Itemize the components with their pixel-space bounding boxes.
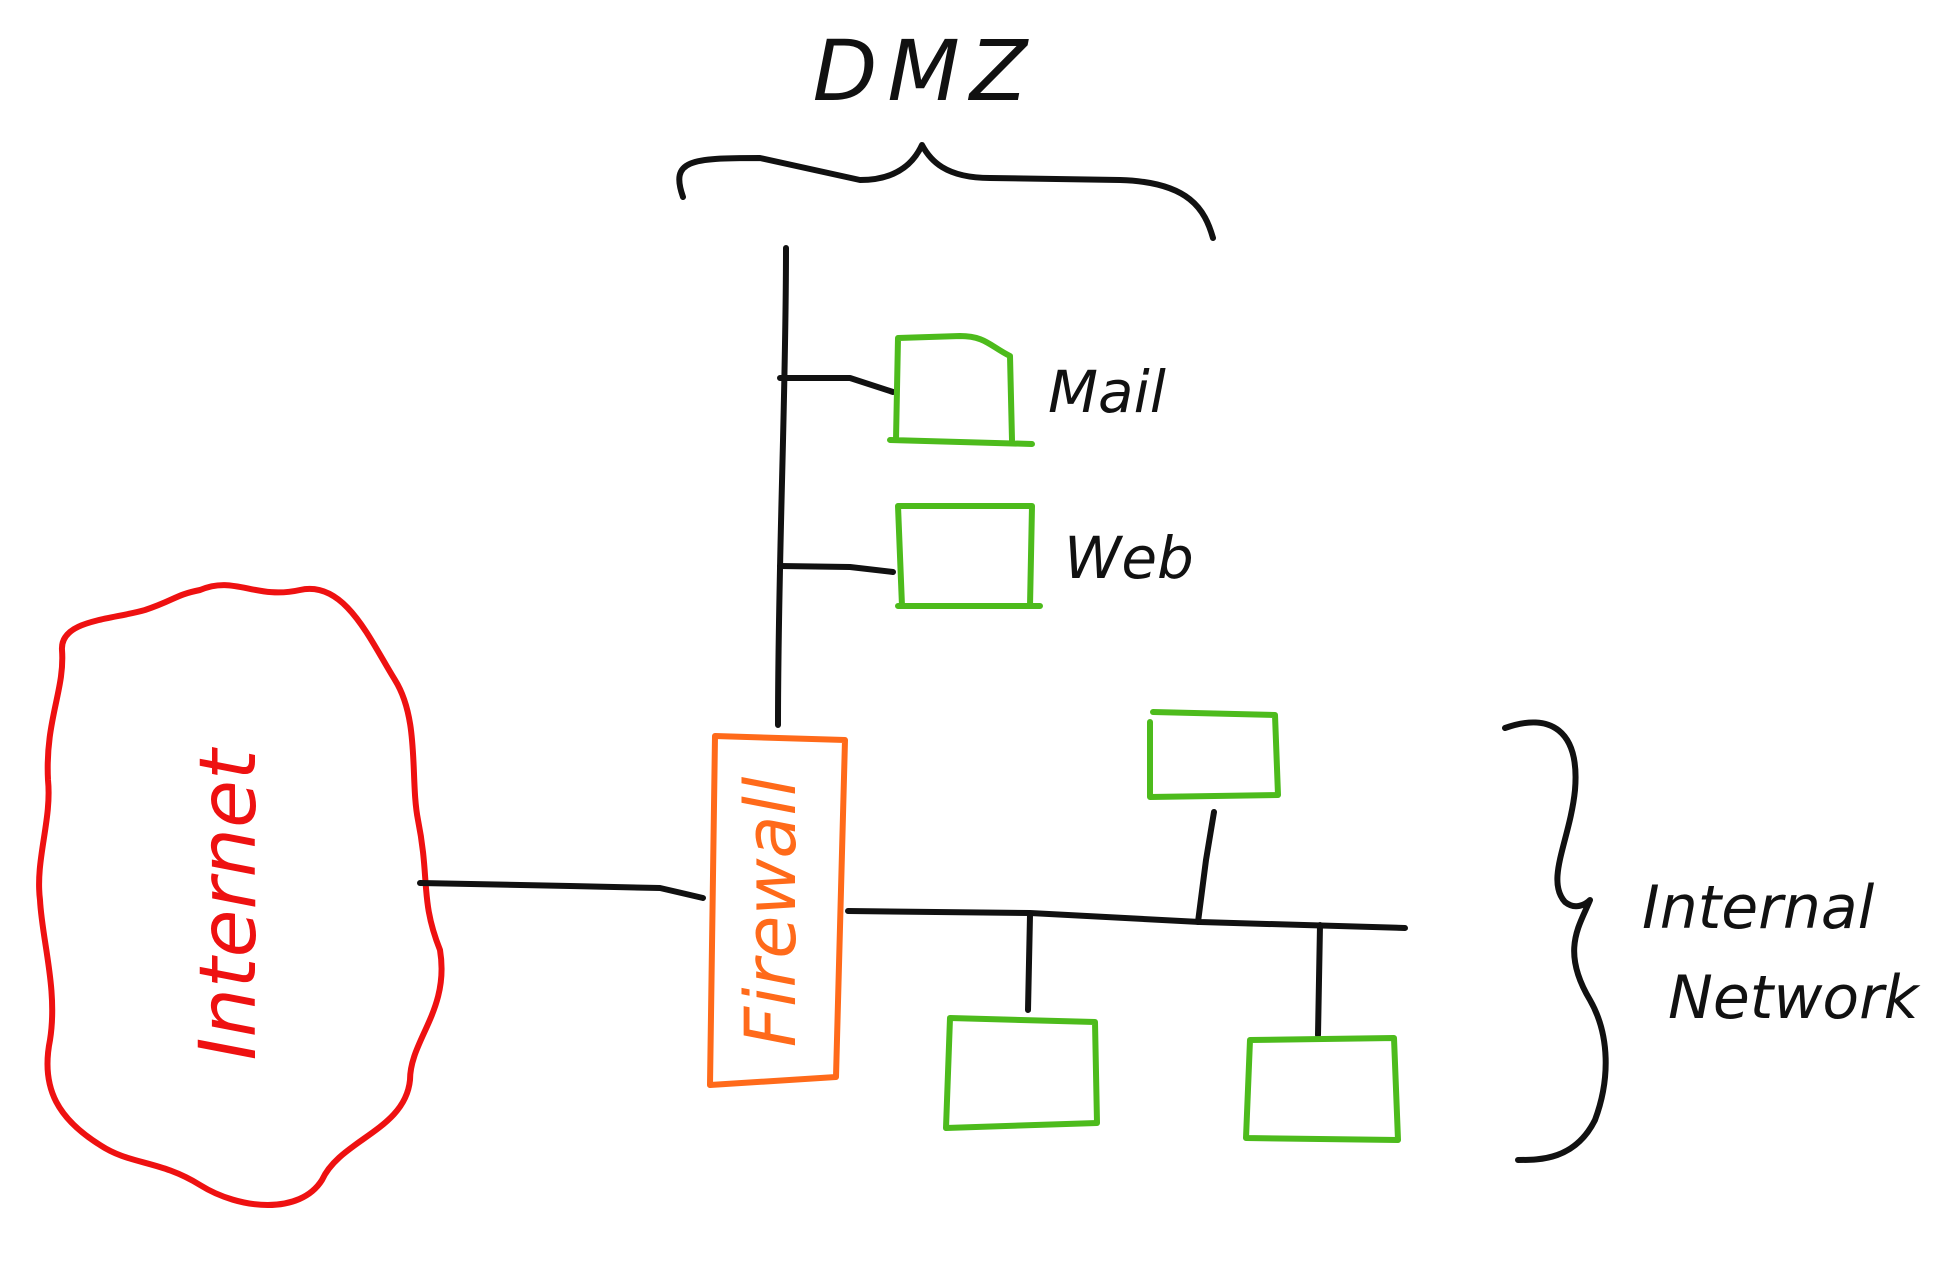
internal-server-top-connector <box>1195 809 1217 925</box>
web-label: Web <box>1064 524 1194 592</box>
mail-server-icon <box>887 333 1035 447</box>
internet-firewall-link <box>417 880 706 901</box>
mail-label: Mail <box>1048 358 1166 426</box>
web-connector-line <box>777 563 896 575</box>
internal-server-top-icon <box>1147 709 1281 800</box>
firewall-box-icon <box>707 733 848 1088</box>
internal-server-left-icon <box>943 1015 1100 1131</box>
internal-network-label-line2: Network <box>1668 963 1921 1033</box>
internal-brace-icon <box>1502 719 1609 1163</box>
web-server-icon <box>895 503 1043 609</box>
dmz-brace-icon <box>676 142 1216 241</box>
internal-server-right-icon <box>1243 1035 1401 1143</box>
internet-cloud-icon <box>36 582 445 1208</box>
internal-bus-line <box>845 908 1408 931</box>
internal-server-right-connector <box>1315 922 1323 1038</box>
internal-server-left-connector <box>1025 912 1033 1013</box>
firewall-label: Firewall <box>730 776 812 1047</box>
dmz-backbone-line <box>775 245 789 728</box>
internet-label: Internet <box>184 747 274 1061</box>
internal-network-label-line1: Internal <box>1642 873 1875 943</box>
mail-connector-line <box>777 375 896 395</box>
dmz-label: DMZ <box>813 22 1038 120</box>
